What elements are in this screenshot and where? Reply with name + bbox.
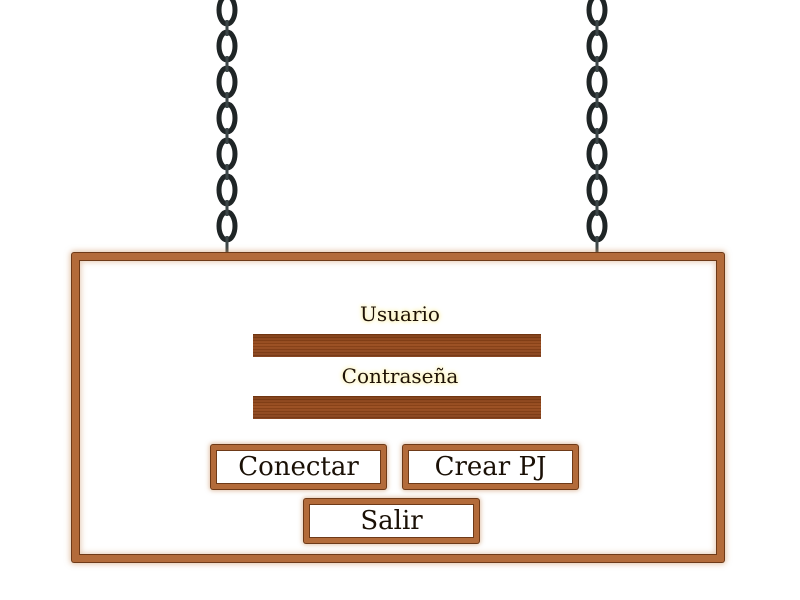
password-label: Contraseña: [341, 364, 459, 388]
connect-button[interactable]: Conectar: [211, 445, 386, 489]
left-chain-icon: [216, 0, 238, 256]
password-input[interactable]: [253, 396, 541, 419]
username-input[interactable]: [253, 334, 541, 357]
exit-button[interactable]: Salir: [304, 499, 479, 543]
right-chain-icon: [586, 0, 608, 256]
username-label: Usuario: [360, 302, 440, 326]
create-character-button[interactable]: Crear PJ: [403, 445, 578, 489]
